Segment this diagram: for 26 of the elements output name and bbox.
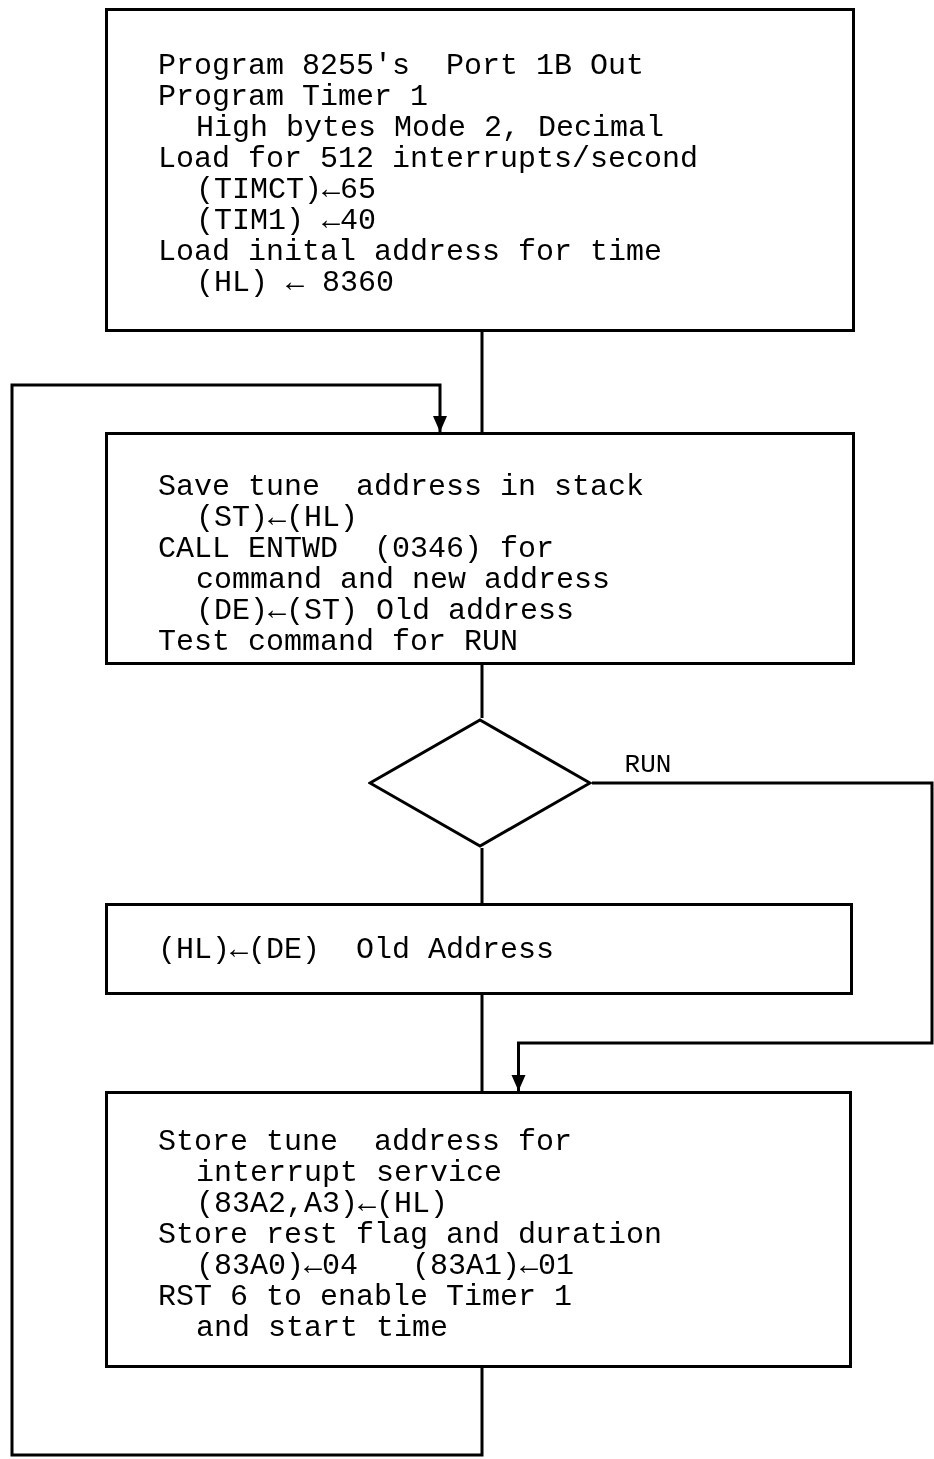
code-line: (TIM1) ←40 <box>196 206 377 237</box>
code-line: Store rest flag and duration <box>158 1220 663 1251</box>
code-line: Load for 512 interrupts/second <box>158 144 699 175</box>
code-line: Test command for RUN <box>158 627 519 658</box>
code-line: Store tune address for <box>158 1127 573 1158</box>
code-line: (ST)←(HL) <box>196 503 359 534</box>
code-line: and start time <box>196 1313 449 1344</box>
code-line: command and new address <box>196 565 611 596</box>
code-line: Save tune address in stack <box>158 472 645 503</box>
code-line: Program 8255's Port 1B Out <box>158 51 645 82</box>
process-box <box>105 1091 852 1368</box>
code-line: (83A2,A3)←(HL) <box>196 1189 449 1220</box>
code-line: CALL ENTWD (0346) for <box>158 534 555 565</box>
code-line: RST 6 to enable Timer 1 <box>158 1282 573 1313</box>
code-line: High bytes Mode 2, Decimal <box>196 113 665 144</box>
code-line: (HL) ← 8360 <box>196 268 395 299</box>
code-line: (DE)←(ST) Old address <box>196 596 575 627</box>
process-box <box>105 903 853 995</box>
process-box <box>105 8 855 332</box>
code-line: (TIMCT)←65 <box>196 175 377 206</box>
code-line: Program Timer 1 <box>158 82 429 113</box>
process-box <box>105 432 855 665</box>
code-line: interrupt service <box>196 1158 503 1189</box>
code-line: (HL)←(DE) Old Address <box>158 935 555 966</box>
code-line: (83A0)←04 (83A1)←01 <box>196 1251 575 1282</box>
code-line: Load inital address for time <box>158 237 663 268</box>
